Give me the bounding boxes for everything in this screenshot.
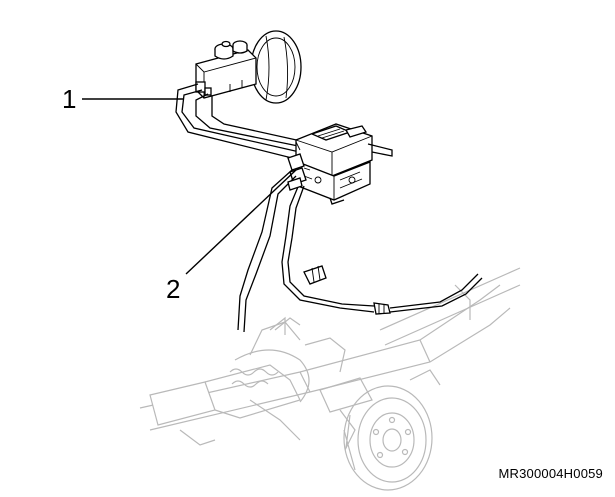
callout-label-2: 2 <box>166 274 181 304</box>
abs-hydraulic-unit <box>287 123 393 205</box>
rear-wheel-hub-ghost <box>343 385 433 491</box>
master-cylinder <box>195 40 257 99</box>
rear-axle-frame-ghost <box>139 267 521 451</box>
callout-label-1: 1 <box>62 84 77 114</box>
callout-2-leader <box>185 169 297 275</box>
figure-code: MR300004H0059 <box>498 466 603 481</box>
rear-brake-lines <box>237 169 483 333</box>
front-brake-lines <box>175 83 311 161</box>
